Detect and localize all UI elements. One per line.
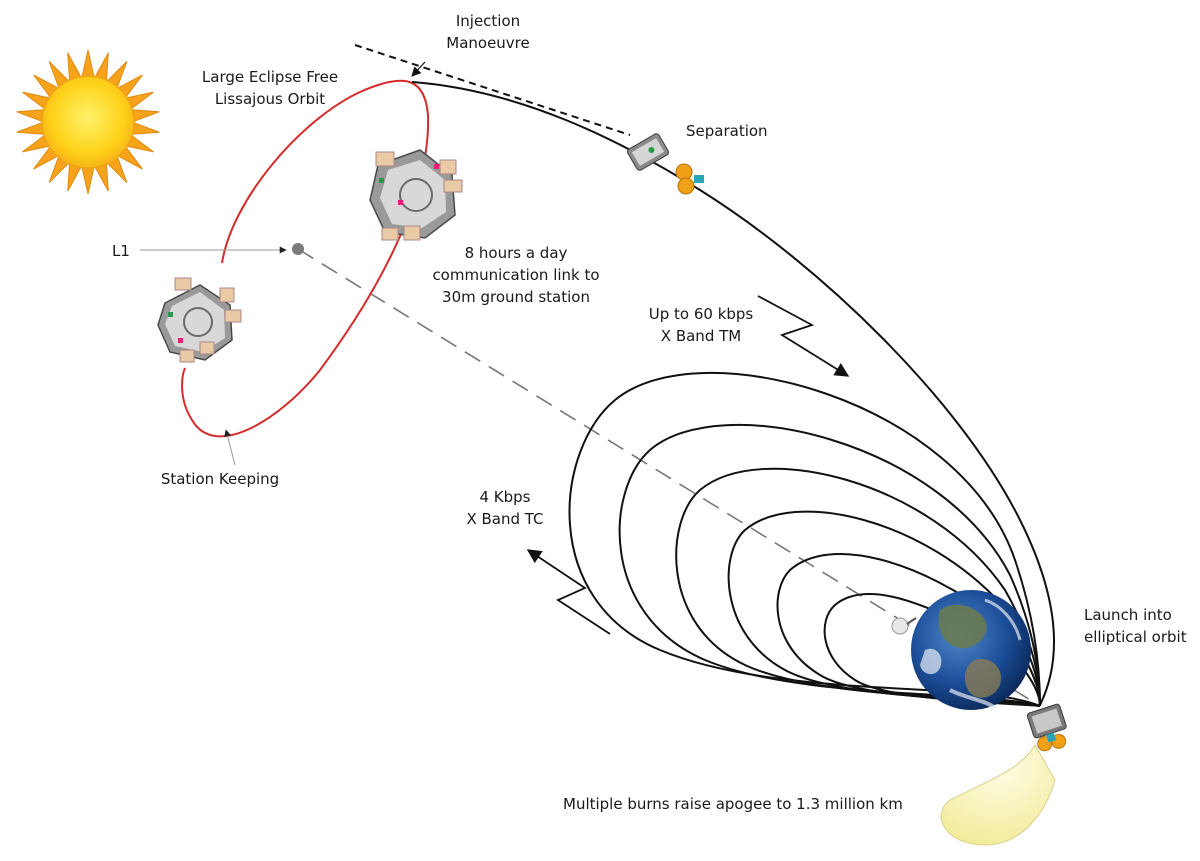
transfer-orbit [411, 81, 1055, 706]
comm-link-label: 8 hours a day communication link to 30m … [416, 242, 616, 308]
downlink-line-2: X Band TM [660, 327, 742, 345]
station-keeping-leader [224, 429, 236, 466]
uplink-label: 4 Kbps X Band TC [455, 486, 555, 530]
moon-satellite-icon [891, 617, 917, 635]
sun-earth-line [297, 248, 1041, 707]
earth-icon [911, 590, 1031, 710]
separation-label: Separation [686, 122, 768, 140]
downlink-line-1: Up to 60 kbps [648, 305, 754, 323]
injection-line-2: Manoeuvre [446, 34, 530, 52]
uplink-lightning-arrow-icon [526, 549, 611, 635]
launch-label: Launch into elliptical orbit [1084, 604, 1187, 648]
spacecraft-lissajous-upper-icon [369, 149, 463, 241]
spacecraft-lissajous-lower-icon [157, 277, 242, 363]
rocket-plume-icon [940, 744, 1056, 846]
burns-label: Multiple burns raise apogee to 1.3 milli… [563, 795, 903, 813]
separation-spacecraft-icon [627, 133, 704, 195]
launch-line-1: Launch into [1084, 606, 1172, 624]
uplink-line-1: 4 Kbps [479, 488, 531, 506]
lightning-arrow-icon [757, 295, 850, 377]
injection-pointer [411, 61, 426, 77]
uplink-line-2: X Band TC [466, 510, 544, 528]
station-keeping-label: Station Keeping [160, 470, 280, 488]
l1-point [292, 243, 304, 255]
comm-link-line-2: communication link to [432, 266, 600, 284]
lissajous-orbit [181, 79, 430, 438]
l1-label: L1 [112, 242, 130, 260]
comm-link-line-3: 30m ground station [442, 288, 590, 306]
lissajous-label: Large Eclipse Free Lissajous Orbit [190, 66, 350, 110]
launch-spacecraft-icon [1026, 703, 1067, 752]
sun-icon [16, 49, 160, 195]
injection-arrow [354, 44, 631, 136]
launch-line-2: elliptical orbit [1084, 628, 1187, 646]
downlink-label: Up to 60 kbps X Band TM [636, 303, 766, 347]
injection-label: Injection Manoeuvre [428, 10, 548, 54]
lissajous-line-2: Lissajous Orbit [214, 90, 326, 108]
comm-link-line-1: 8 hours a day [464, 244, 568, 262]
injection-line-1: Injection [455, 12, 521, 30]
lissajous-line-1: Large Eclipse Free [201, 68, 339, 86]
